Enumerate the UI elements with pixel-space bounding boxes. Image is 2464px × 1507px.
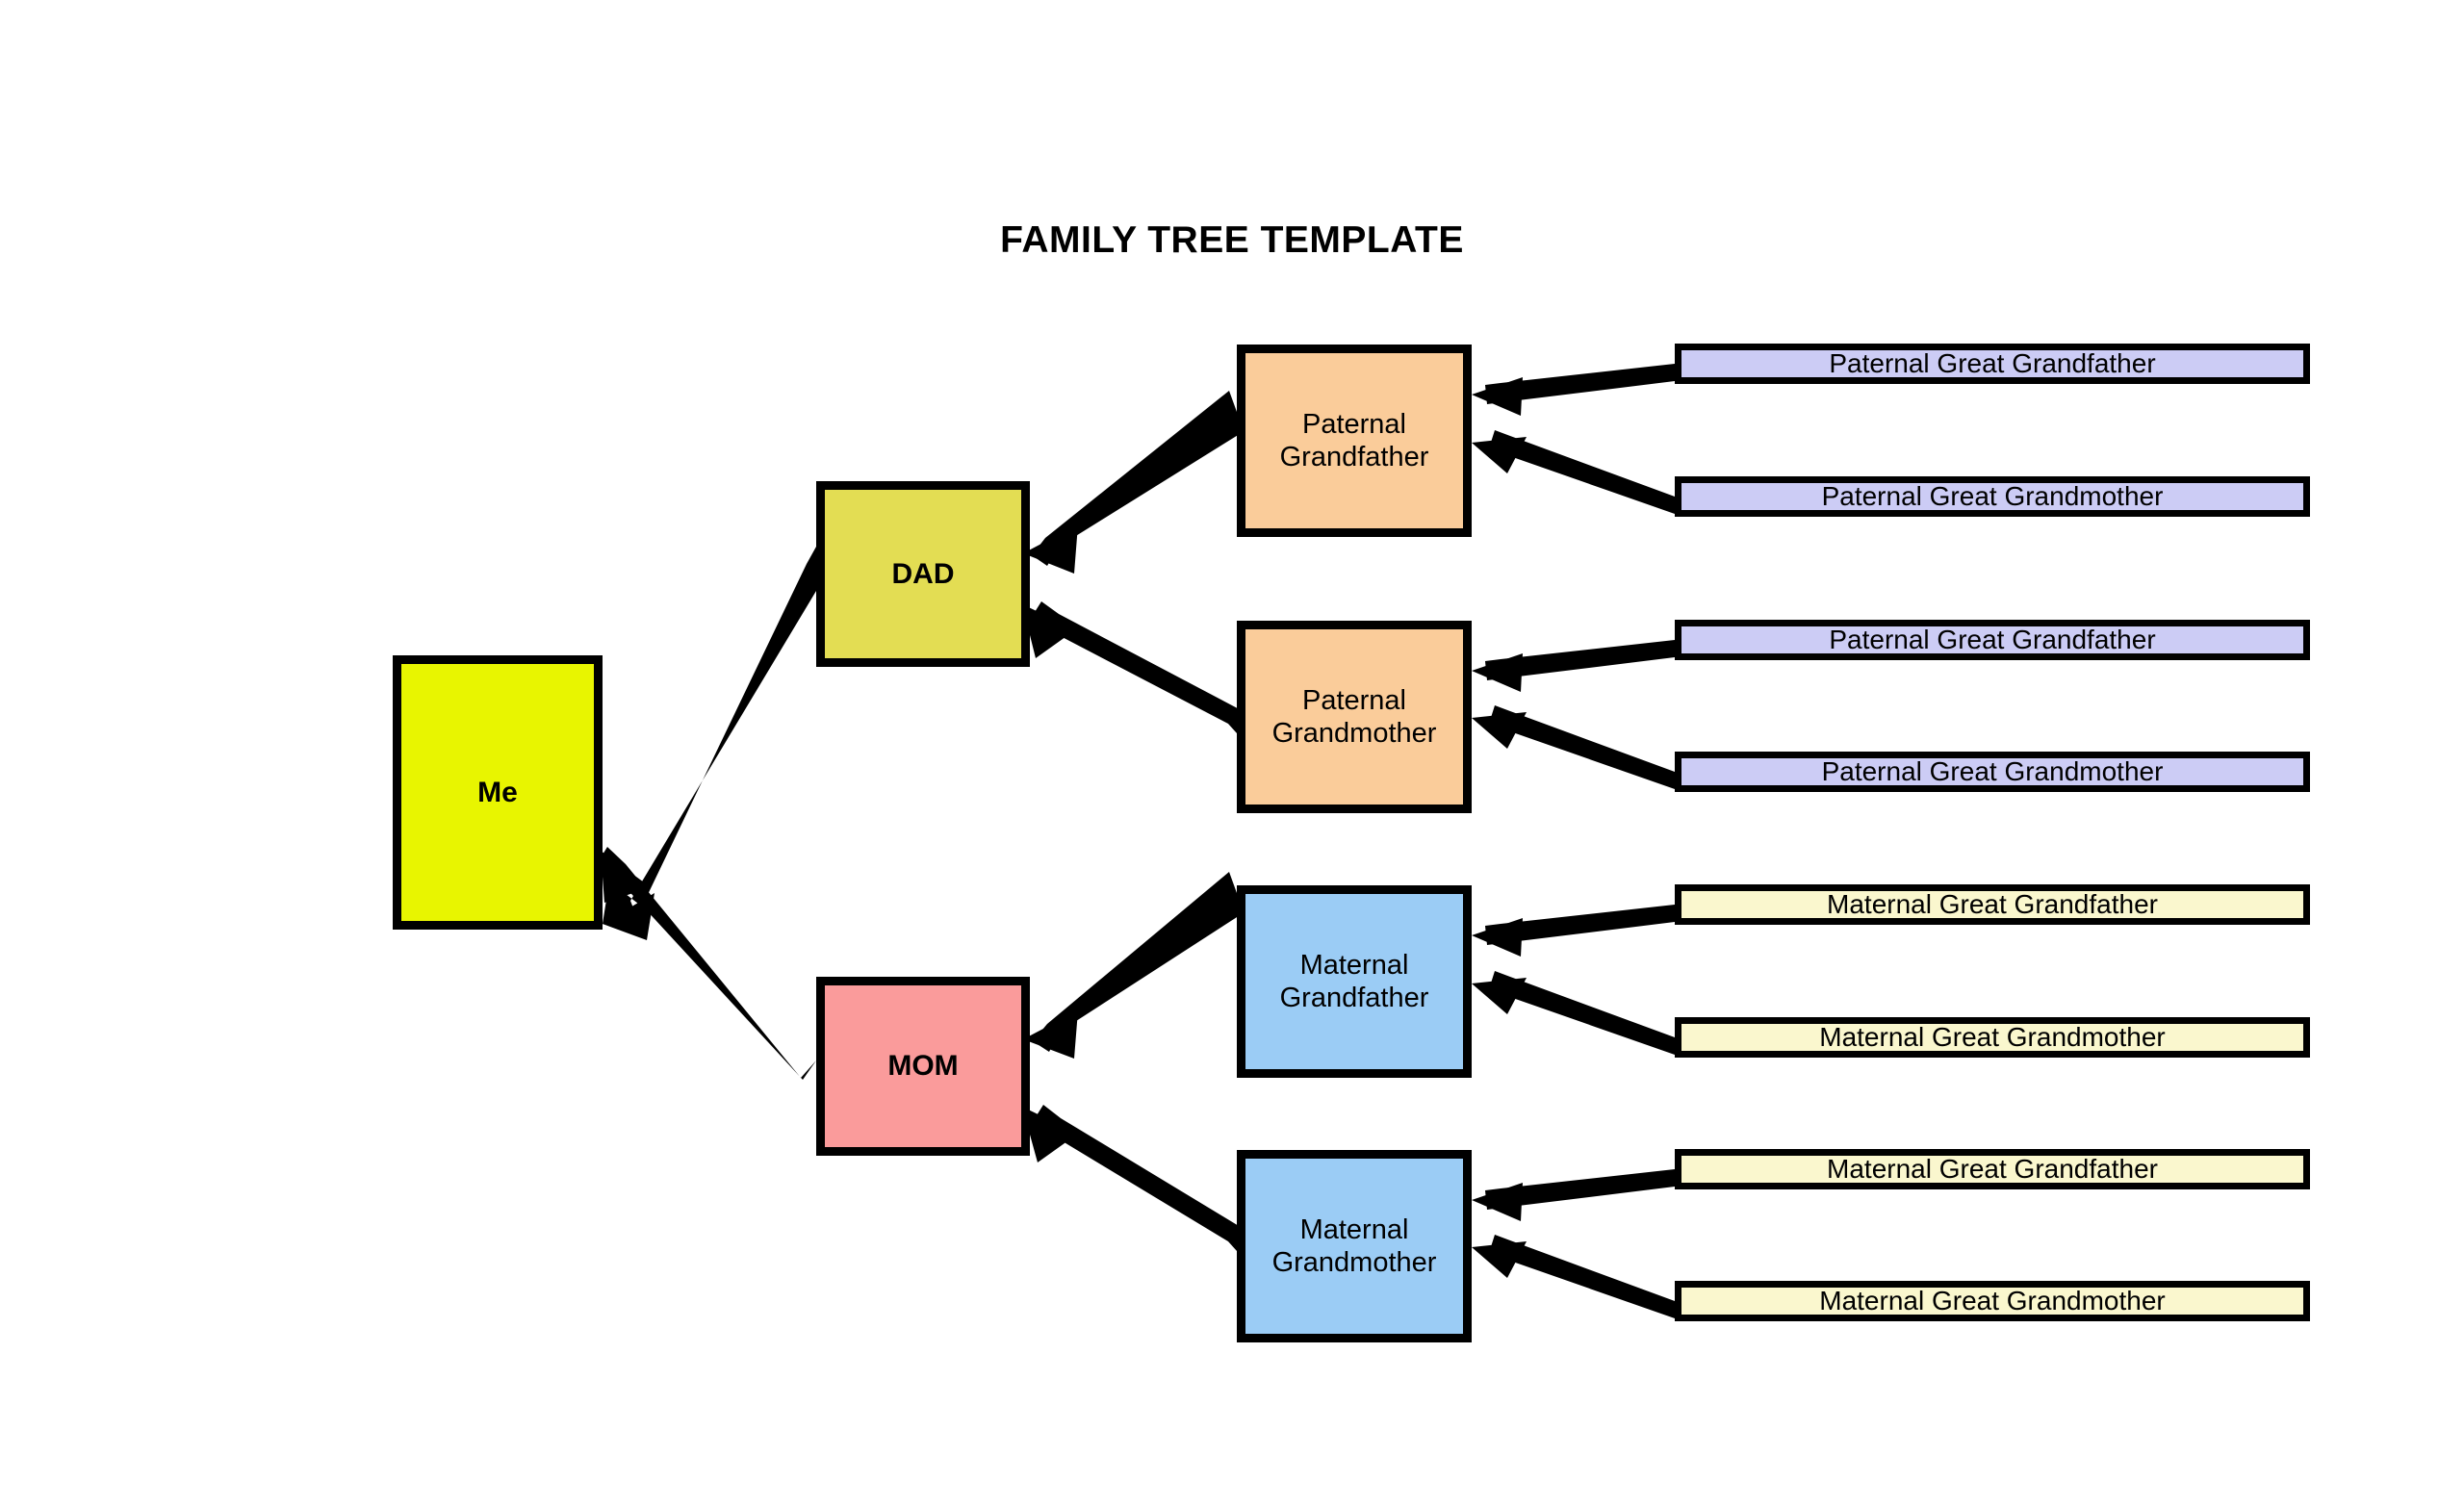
node-pgm-great-grandmother-label: Paternal Great Grandmother (1821, 756, 2164, 787)
arrow-pggm1-to-pgf (1489, 430, 1675, 514)
arrow-mggf1-to-mgf (1485, 905, 1675, 945)
node-mgf-great-grandmother-label: Maternal Great Grandmother (1819, 1022, 2166, 1053)
node-paternal-grandfather[interactable]: Paternal Grandfather (1237, 345, 1472, 537)
arrow-pggm2-to-pgm (1489, 705, 1675, 789)
arrow-mggf2-to-mgm (1485, 1169, 1675, 1210)
arrow-pgf-to-dad (1032, 391, 1247, 566)
node-me[interactable]: Me (393, 655, 603, 930)
arrow-mggf2-to-mgm-head (1472, 1183, 1523, 1221)
arrow-pggm1-to-pgf-head (1472, 437, 1527, 473)
node-me-label: Me (477, 776, 518, 808)
node-mgf-great-grandfather[interactable]: Maternal Great Grandfather (1675, 884, 2310, 925)
page-title: FAMILY TREE TEMPLATE (1000, 219, 1464, 261)
arrow-pggf2-to-pgm-head (1472, 653, 1523, 692)
node-maternal-grandmother[interactable]: Maternal Grandmother (1237, 1150, 1472, 1342)
arrow-mggm1-to-mgf-head (1472, 978, 1527, 1014)
node-pgm-great-grandfather[interactable]: Paternal Great Grandfather (1675, 620, 2310, 660)
arrow-dad-to-me-head (603, 893, 654, 940)
arrow-mom-to-me (597, 847, 816, 1080)
node-pgf-great-grandmother-label: Paternal Great Grandmother (1821, 481, 2164, 512)
arrow-mggm1-to-mgf (1489, 971, 1675, 1055)
arrow-pgf-to-dad-head (1023, 524, 1078, 574)
arrow-mgm-to-mom-head (1022, 1107, 1078, 1162)
arrow-pggm2-to-pgm-head (1472, 712, 1527, 749)
node-mom[interactable]: MOM (816, 977, 1030, 1156)
node-mom-label: MOM (887, 1050, 959, 1083)
node-mgf-great-grandmother[interactable]: Maternal Great Grandmother (1675, 1017, 2310, 1058)
node-mgm-great-grandmother-label: Maternal Great Grandmother (1819, 1286, 2166, 1316)
node-mgm-great-grandmother[interactable]: Maternal Great Grandmother (1675, 1281, 2310, 1321)
node-dad-label: DAD (891, 557, 955, 590)
arrow-mgm-to-mom (1032, 1105, 1248, 1251)
node-pgf-great-grandmother[interactable]: Paternal Great Grandmother (1675, 476, 2310, 517)
arrow-mggm2-to-mgm (1489, 1235, 1675, 1318)
arrow-mgf-to-mom-head (1023, 1010, 1078, 1059)
arrow-mggm2-to-mgm-head (1472, 1241, 1527, 1278)
arrow-mggf1-to-mgf-head (1472, 918, 1523, 957)
arrow-pgm-to-dad (1030, 601, 1248, 733)
arrow-mgf-to-mom (1033, 872, 1247, 1052)
arrow-pggf2-to-pgm (1485, 640, 1675, 680)
node-pgf-great-grandfather[interactable]: Paternal Great Grandfather (1675, 344, 2310, 384)
node-maternal-grandfather-label: Maternal Grandfather (1279, 949, 1429, 1013)
arrow-pggf1-to-pgf (1485, 364, 1675, 404)
node-mgm-great-grandfather[interactable]: Maternal Great Grandfather (1675, 1149, 2310, 1189)
node-paternal-grandmother-label: Paternal Grandmother (1271, 684, 1437, 749)
arrow-pggf1-to-pgf-head (1472, 377, 1523, 416)
arrow-dad-to-me (603, 547, 834, 935)
node-pgm-great-grandfather-label: Paternal Great Grandfather (1829, 625, 2156, 655)
node-dad[interactable]: DAD (816, 481, 1030, 667)
node-pgf-great-grandfather-label: Paternal Great Grandfather (1829, 348, 2156, 379)
node-mgm-great-grandfather-label: Maternal Great Grandfather (1827, 1154, 2158, 1185)
node-paternal-grandmother[interactable]: Paternal Grandmother (1237, 621, 1472, 813)
node-maternal-grandfather[interactable]: Maternal Grandfather (1237, 885, 1472, 1078)
arrow-pgm-to-dad-head (1022, 604, 1076, 658)
node-maternal-grandmother-label: Maternal Grandmother (1271, 1213, 1437, 1278)
node-pgm-great-grandmother[interactable]: Paternal Great Grandmother (1675, 752, 2310, 792)
node-paternal-grandfather-label: Paternal Grandfather (1279, 408, 1429, 473)
node-mgf-great-grandfather-label: Maternal Great Grandfather (1827, 889, 2158, 920)
arrow-mom-to-me-head (601, 851, 651, 903)
